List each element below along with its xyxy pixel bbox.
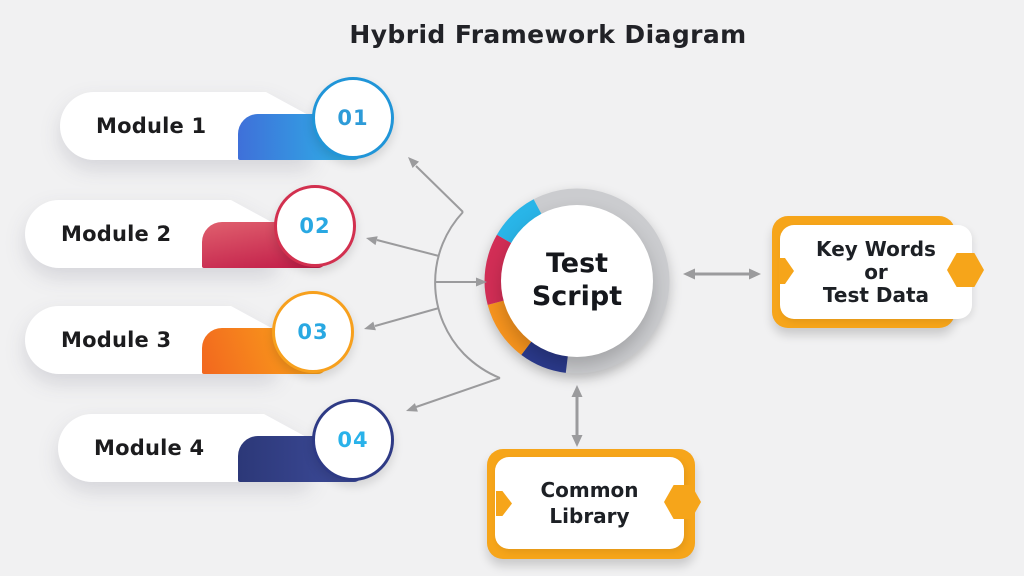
module-3-number-badge: 03	[272, 291, 354, 373]
arrowhead-keywords-right	[749, 268, 761, 280]
arrowhead-keywords-left	[683, 268, 695, 280]
diagram-title: Hybrid Framework Diagram	[349, 20, 747, 49]
ring-segment-red	[484, 234, 512, 305]
module-2-number: 02	[299, 214, 331, 238]
keywords-card: Key Words or Test Data	[780, 225, 972, 319]
arrowhead-module-3	[364, 321, 376, 331]
module-2-label: Module 2	[61, 222, 172, 246]
keywords-node: Key Words or Test Data	[764, 208, 996, 340]
module-3-label: Module 3	[61, 328, 172, 352]
arrowhead-test-script	[476, 277, 487, 287]
arrowhead-module-2	[366, 236, 378, 246]
ring-segment-navy	[521, 341, 569, 373]
arrow-to-module-4	[415, 377, 501, 408]
module-1-label: Module 1	[96, 114, 207, 138]
keywords-line-1: Key Words	[816, 236, 936, 261]
ring-segment-cyan	[496, 199, 542, 244]
module-1-number: 01	[337, 106, 369, 130]
module-4-label: Module 4	[94, 436, 205, 460]
test-script-node: Test Script	[501, 205, 653, 357]
keywords-line-2: or	[864, 259, 888, 284]
ring-segment-orange	[487, 300, 532, 355]
arrowhead-module-4	[406, 403, 418, 412]
arrowhead-library-up	[571, 385, 583, 397]
arrowhead-library-down	[571, 435, 583, 447]
module-3-number: 03	[297, 320, 329, 344]
test-script-label: Test Script	[531, 248, 623, 312]
common-library-line-2: Library	[549, 504, 630, 528]
common-library-card: Common Library	[495, 457, 684, 549]
fan-arrowheads	[364, 157, 761, 447]
module-2-number-badge: 02	[274, 185, 356, 267]
arrow-to-module-2	[376, 239, 440, 257]
common-library-node: Common Library	[480, 441, 712, 573]
module-4-number-badge: 04	[312, 399, 394, 481]
arrow-to-module-3	[374, 307, 440, 327]
keywords-line-3: Test Data	[822, 282, 930, 307]
module-1-number-badge: 01	[312, 77, 394, 159]
arrow-to-module-1	[415, 165, 464, 213]
common-library-line-1: Common	[540, 478, 639, 502]
fan-arrow-lines	[374, 165, 751, 437]
module-4-number: 04	[337, 428, 369, 452]
arrowhead-module-1	[408, 157, 419, 168]
fan-arc	[434, 211, 501, 379]
